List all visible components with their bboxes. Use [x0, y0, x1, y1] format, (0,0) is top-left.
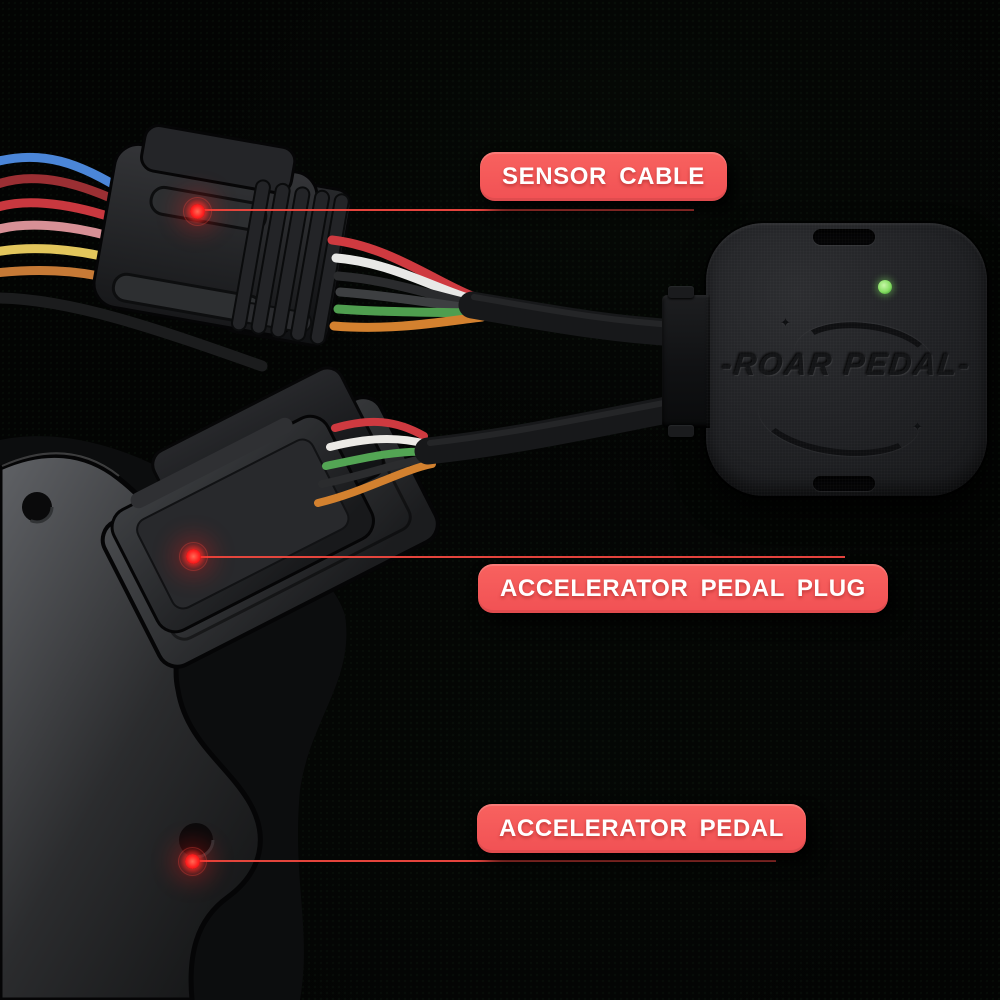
sensor-wire-black [0, 292, 268, 372]
sensor-plug-art [92, 124, 353, 347]
out-wire-orange [329, 312, 487, 332]
device-cable-connector [662, 286, 710, 437]
pedal-screw-hole-top-rim [20, 490, 54, 524]
device-mount-slot-bottom [813, 476, 875, 491]
sensor-cable-label: SENSOR CABLE [480, 152, 727, 201]
accelerator-pedal-pointer-dot [178, 847, 207, 876]
out-wire-green [333, 304, 485, 318]
accelerator-pedal-plug-pointer-line [193, 556, 845, 558]
device-mount-slot-top [813, 229, 875, 245]
plug-wire-white [326, 435, 430, 451]
sensor-plug-ribs [230, 179, 350, 346]
brand-logo: -ROAR PEDAL- [719, 347, 974, 382]
logo-sparkle-icon: ✦ [780, 315, 791, 330]
sensor-cable-pointer-line [197, 209, 694, 211]
connector-tab-top [668, 286, 694, 298]
sensor-cable-pointer-dot [183, 197, 212, 226]
sensor-cable-art [458, 291, 706, 348]
accelerator-pedal-label: ACCELERATOR PEDAL [477, 804, 806, 853]
plug-wire-red [331, 417, 428, 440]
accelerator-pedal-plug-label: ACCELERATOR PEDAL PLUG [478, 564, 888, 613]
sensor-output-wires [327, 235, 487, 332]
accelerator-pedal-pointer-line [192, 860, 776, 862]
out-wire-white [331, 253, 479, 305]
connector-tab-bottom [668, 425, 694, 437]
pedal-plate-highlight [1, 452, 120, 477]
status-led [878, 280, 892, 294]
logo-sparkle-icon: ✦ [912, 419, 923, 434]
pedal-plug-cable [414, 391, 706, 465]
pedal-plug-cable-highlight [427, 395, 693, 446]
pedal-screw-hole-top [22, 492, 52, 522]
accelerator-pedal-plug-pointer-dot [179, 542, 208, 571]
plug-wire-orange [314, 460, 436, 507]
throttle-controller-device: ✦ ✦ -ROAR PEDAL- [662, 223, 987, 496]
